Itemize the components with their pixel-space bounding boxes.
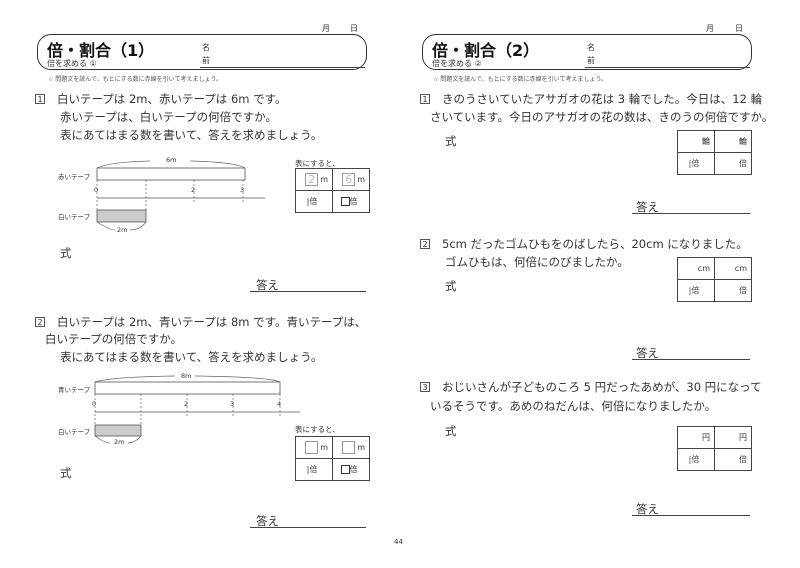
- q-number: 1: [35, 94, 45, 104]
- left-q2-line2: 白いテープの何倍ですか。: [45, 332, 183, 346]
- answer-label: 答え: [256, 514, 279, 528]
- left-q1-line3: 表にあてはまる数を書いて、答えを求めましょう。: [60, 128, 323, 142]
- tick-0: 0: [94, 186, 99, 194]
- answer-line[interactable]: [632, 515, 750, 516]
- table-title: 表にすると、: [295, 425, 340, 434]
- answer-line[interactable]: [250, 291, 366, 292]
- answer-label: 答え: [636, 346, 659, 360]
- right-subtitle: 倍を求める ②: [432, 59, 482, 68]
- shiki-label: 式: [60, 246, 72, 260]
- tick-0: 0: [92, 400, 97, 408]
- page-number: 44: [394, 538, 403, 546]
- name-label-2: 前: [587, 56, 595, 65]
- right-q2-line2: ゴムひもは、何倍にのびましたか。: [445, 255, 629, 269]
- right-q1-table: 輪輪 |倍倍: [677, 130, 752, 175]
- instruction: ☆ 問題文を読んで、もとにする数に赤線を引いて考えましょう。: [433, 76, 608, 83]
- white-tape-label: 白いテープ: [58, 213, 91, 221]
- shiki-label: 式: [445, 134, 457, 148]
- right-q3-table: 円円 |倍倍: [677, 426, 752, 471]
- day-label: 日: [735, 24, 743, 33]
- answer-box[interactable]: [340, 197, 350, 206]
- right-q3-line2: いるそうです。あめのねだんは、何倍になりましたか。: [430, 399, 717, 413]
- shiki-label: 式: [445, 279, 457, 293]
- name-label-1: 名: [587, 43, 595, 52]
- tick-4: 4: [277, 400, 282, 408]
- name-field[interactable]: [200, 67, 365, 68]
- blue-tape-length: 8m: [181, 372, 192, 380]
- input-box[interactable]: [305, 441, 319, 454]
- table-title: 表にすると、: [295, 159, 340, 168]
- white-tape-length: 2m: [117, 226, 128, 234]
- name-label-1: 名: [202, 43, 210, 52]
- answer-line[interactable]: [250, 527, 366, 528]
- white-tape-length: 2m: [114, 438, 125, 446]
- right-title: 倍・割合（2）: [432, 41, 540, 60]
- shiki-label: 式: [60, 466, 72, 480]
- answer-label: 答え: [636, 502, 659, 516]
- tick-3: 3: [230, 400, 235, 408]
- answer-label: 答え: [636, 200, 659, 214]
- left-header: [37, 34, 367, 70]
- instruction: ☆ 問題文を読んで、もとにする数に赤線を引いて考えましょう。: [48, 76, 223, 83]
- tick-3: 3: [240, 186, 245, 194]
- answer-label: 答え: [256, 278, 279, 292]
- right-q1-line2: さいています。今日のアサガオの花の数は、きのうの何倍ですか。: [430, 110, 774, 124]
- month-label: 月: [322, 24, 330, 33]
- left-q1-line2: 赤いテープは、白いテープの何倍ですか。: [60, 110, 277, 124]
- tick-2: 2: [184, 400, 189, 408]
- left-q2-line3: 表にあてはまる数を書いて、答えを求めましょう。: [60, 350, 323, 364]
- left-title: 倍・割合（1）: [47, 41, 155, 60]
- input-box[interactable]: [342, 441, 356, 454]
- name-label-2: 前: [202, 56, 210, 65]
- shiki-label: 式: [445, 424, 457, 438]
- right-header: [422, 34, 752, 70]
- red-tape-label: 赤いテープ: [58, 173, 91, 181]
- white-tape-label: 白いテープ: [58, 428, 91, 436]
- blue-tape-label: 青いテープ: [58, 386, 91, 394]
- answer-line[interactable]: [632, 359, 750, 360]
- left-subtitle: 倍を求める ①: [47, 59, 97, 68]
- answer-box[interactable]: [340, 465, 350, 474]
- left-q2-tape-diagram: [94, 375, 300, 444]
- name-field[interactable]: [585, 67, 750, 68]
- red-tape-length: 6m: [166, 156, 177, 164]
- left-q1-tape-diagram: [96, 160, 265, 231]
- answer-line[interactable]: [632, 213, 750, 214]
- tick-2: 2: [191, 186, 196, 194]
- month-label: 月: [706, 24, 714, 33]
- day-label: 日: [350, 24, 358, 33]
